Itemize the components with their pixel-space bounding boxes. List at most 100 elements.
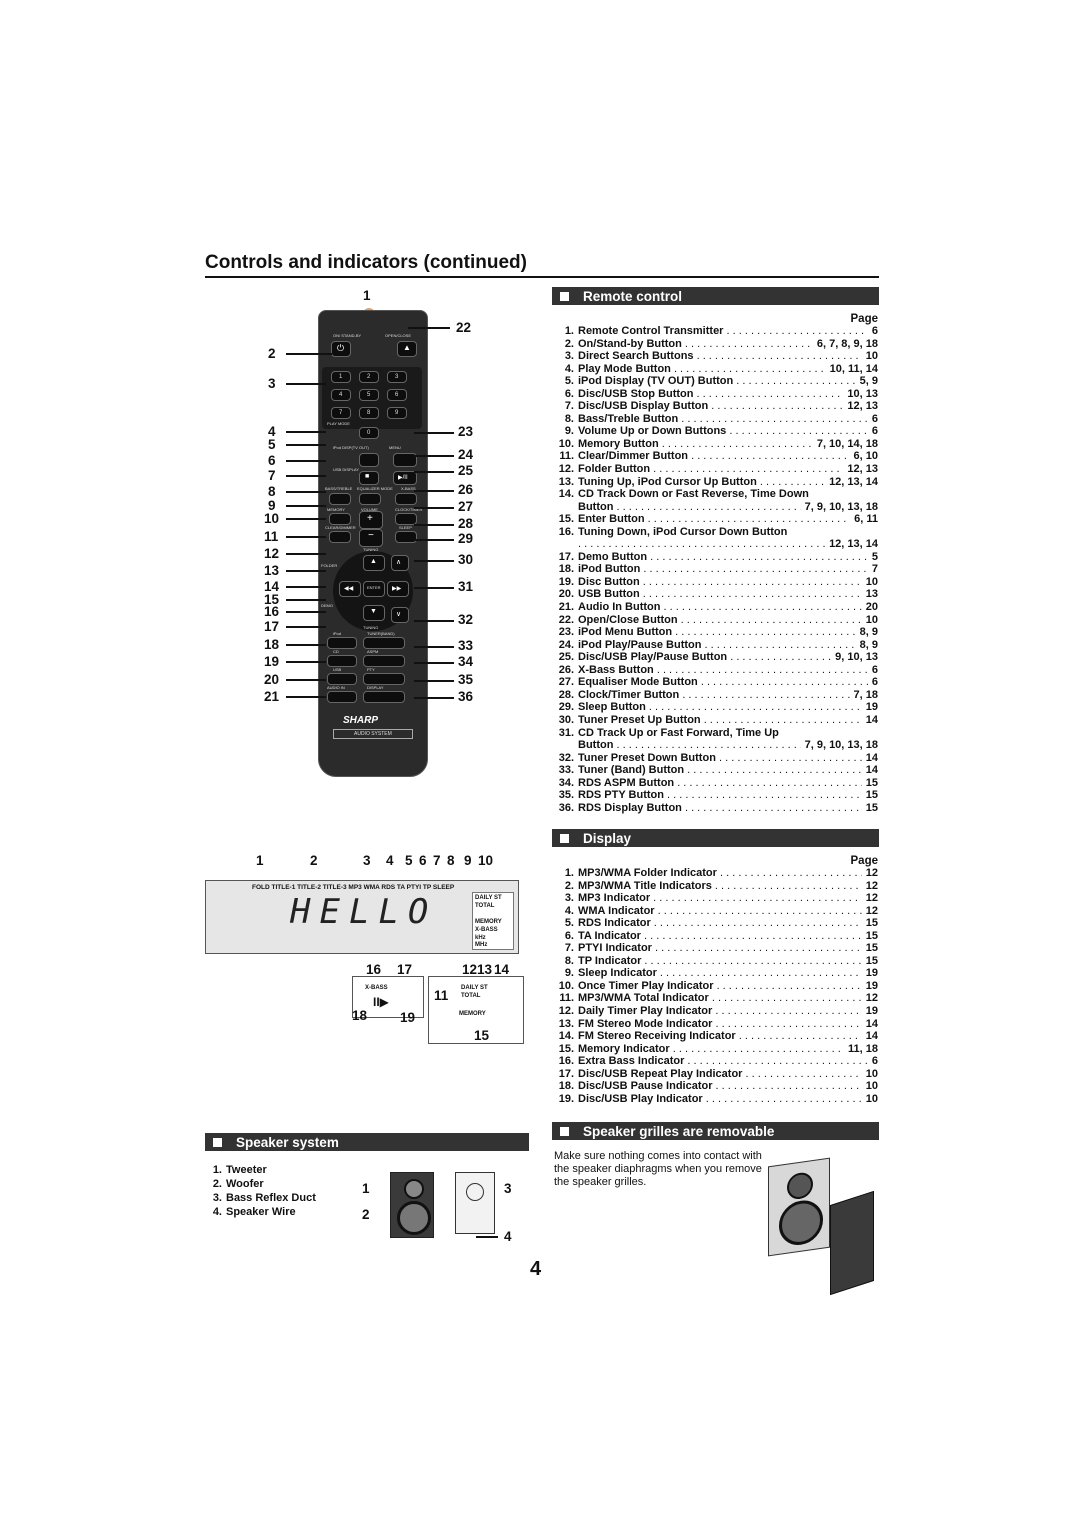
list-item: 15.Memory Indicator11, 18 <box>552 1043 878 1056</box>
item-number: 9. <box>564 967 574 980</box>
item-number: 13. <box>558 1017 574 1030</box>
callout-6: 6 <box>268 453 276 468</box>
item-label: Extra Bass Indicator <box>574 1055 868 1068</box>
list-item: 9.Volume Up or Down Buttons6 <box>552 425 878 438</box>
pty-label: PTY <box>367 667 375 672</box>
tuning-label: TUNING <box>363 547 379 552</box>
item-page: 7 <box>871 563 878 576</box>
callout-line <box>286 383 326 385</box>
item-label: Disc/USB Play Indicator <box>574 1093 862 1106</box>
lcd-callout-18: 18 <box>352 1008 368 1023</box>
item-label: FM Stereo Receiving Indicator <box>574 1030 862 1043</box>
item-label: Enter Button <box>574 513 850 526</box>
callout-18: 18 <box>264 637 280 652</box>
callout-10: 10 <box>264 511 280 526</box>
list-item: 17.Demo Button5 <box>552 551 878 564</box>
item-page: 10 <box>865 575 878 588</box>
item-label: Tuner (Band) Button <box>574 764 862 777</box>
item-label: Demo Button <box>574 551 868 564</box>
item-page: 19 <box>865 1005 878 1018</box>
play-mode-label: PLAY MODE <box>327 421 350 426</box>
lcd-callout-14: 14 <box>494 962 510 977</box>
item-page: 15 <box>865 917 878 930</box>
item-page: 15 <box>865 789 878 802</box>
callout-32: 32 <box>458 612 474 627</box>
item-page: 11, 18 <box>848 1042 878 1055</box>
item-page: 7, 9, 10, 13, 18 <box>804 739 878 752</box>
volume-label: VOLUME <box>361 507 378 512</box>
callout-line <box>286 626 326 628</box>
demo-label: DEMO <box>321 603 333 608</box>
power-button: ⏻ <box>331 341 351 357</box>
item-label: Equaliser Mode Button <box>574 676 868 689</box>
memory-label: MEMORY <box>475 919 502 925</box>
list-item: 2.Woofer <box>200 1177 350 1191</box>
callout-line <box>414 524 454 526</box>
item-label: MP3/WMA Total Indicator <box>574 992 862 1005</box>
list-item: 21.Audio In Button20 <box>552 601 878 614</box>
callout-19: 19 <box>264 654 280 669</box>
callout-line <box>414 560 454 562</box>
list-item: 35.RDS PTY Button15 <box>552 789 878 802</box>
item-number: 1. <box>212 1164 222 1176</box>
brand-logo: SHARP <box>343 715 379 726</box>
item-label: PTYI Indicator <box>574 942 862 955</box>
xbass-button <box>395 493 417 505</box>
item-number: 33. <box>558 764 574 777</box>
item-label: Disc/USB Repeat Play Indicator <box>574 1068 862 1081</box>
cabinet-woofer-icon <box>779 1197 823 1248</box>
item-number: 17. <box>558 550 574 563</box>
callout-line <box>286 553 326 555</box>
list-item: 13.Tuning Up, iPod Cursor Up Button12, 1… <box>552 476 878 489</box>
remote-heading-text: Remote control <box>583 288 683 304</box>
title-rule <box>205 276 879 278</box>
callout-line <box>286 661 326 663</box>
callout-line <box>408 327 450 329</box>
item-label: Button <box>574 501 801 514</box>
stop2-button: ■ <box>359 471 379 485</box>
item-number: 12. <box>558 1005 574 1018</box>
item-page: 9, 10, 13 <box>835 651 878 664</box>
callout-line <box>286 536 326 538</box>
callout-9: 9 <box>268 498 276 513</box>
item-label: Direct Search Buttons <box>574 350 862 363</box>
item-label: Disc/USB Play/Pause Button <box>574 651 831 664</box>
item-number: 36. <box>558 801 574 814</box>
callout-14: 14 <box>264 579 280 594</box>
list-item: 20.USB Button13 <box>552 588 878 601</box>
callout-line <box>286 599 326 601</box>
item-page: 14 <box>865 764 878 777</box>
callout-15: 15 <box>264 592 280 607</box>
callout-22: 22 <box>456 320 472 335</box>
lcd-callout-19: 19 <box>400 1010 416 1025</box>
callout-27: 27 <box>458 499 474 514</box>
item-number: 6. <box>564 929 574 942</box>
callout-11: 11 <box>264 529 279 544</box>
aspm-label: ASPM <box>367 649 379 654</box>
list-item: 30.Tuner Preset Up Button14 <box>552 714 878 727</box>
lcd-callout-15: 15 <box>474 1028 490 1043</box>
list-item: 8.Bass/Treble Button6 <box>552 413 878 426</box>
item-number: 26. <box>558 663 574 676</box>
cd-label: CD <box>333 649 339 654</box>
list-item: 3.MP3 Indicator12 <box>552 892 878 905</box>
item-number: 8. <box>564 954 574 967</box>
item-label: Bass/Treble Button <box>574 413 868 426</box>
list-item: Button7, 9, 10, 13, 18 <box>552 739 878 752</box>
callout-20: 20 <box>264 672 280 687</box>
memory-detail: MEMORY <box>459 1011 486 1017</box>
equalizer-label: EQUALIZER MODE <box>357 486 393 491</box>
callout-21: 21 <box>264 689 280 704</box>
lcd-callout-9: 9 <box>464 853 472 868</box>
item-label: RDS Display Button <box>574 802 862 815</box>
item-number: 16. <box>558 1055 574 1068</box>
sleep-label: SLEEP <box>399 525 412 530</box>
list-item: 6.Disc/USB Stop Button10, 13 <box>552 388 878 401</box>
lcd-indicator-strip: FOLD TITLE-1 TITLE-2 TITLE-3 MP3 WMA RDS… <box>252 884 455 891</box>
list-item: 18.iPod Button7 <box>552 563 878 576</box>
ipod-disp-label: iPod DISP(TV OUT) <box>333 445 369 450</box>
item-label: Remote Control Transmitter <box>574 325 868 338</box>
key-1: 1 <box>331 371 351 383</box>
stop-button <box>359 453 379 467</box>
item-label: Disc/USB Stop Button <box>574 388 843 401</box>
